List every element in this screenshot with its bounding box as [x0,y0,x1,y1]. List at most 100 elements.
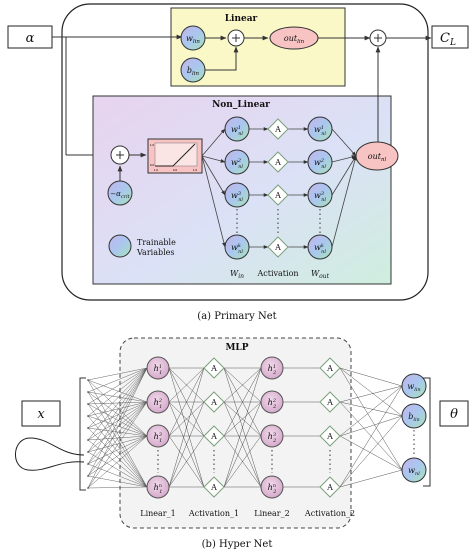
alpha-crit-label: −αcrit [110,190,130,200]
a2-to-output-edge [339,367,403,471]
wout-to-outnl-edge [331,155,357,163]
relu-plot-axes [154,142,198,167]
relu-ytick-top: 1.0 [150,143,155,147]
input-to-h1-edge [87,401,148,489]
a2-to-output-edge [339,385,403,437]
activation-column-label: Activation [256,269,298,278]
a1-to-h2-edge [223,401,262,437]
input-port-dot [87,415,89,417]
output-bracket [423,377,431,487]
a1-to-h2-edge [223,435,262,488]
input-to-h1-edge [87,415,148,437]
activation-diamond [267,151,289,173]
activation-diamond [267,184,289,206]
cl-label: CL [440,31,456,48]
linear2-column-label: Linear_2 [254,509,289,518]
input-port-dot [87,427,89,429]
input-port-dot [87,475,89,477]
output-node-label: wnl [408,466,420,477]
input-to-h1-edge [87,391,148,403]
activation-symbol: A [274,125,281,134]
input-to-h1-edge [87,379,148,403]
activation2-diamond [319,391,341,413]
activation2-symbol: A [326,483,333,492]
activation2-column-label: Activation_2 [304,509,355,518]
input-to-h1-edge [87,367,148,489]
input-to-h1-edge [87,391,148,437]
a1-to-h2-edge [223,401,262,488]
input-to-h1-edge [87,367,148,405]
output-node-b-lin [401,403,427,429]
theta-label: θ [450,407,458,422]
input-port-dot [87,463,89,465]
a2-to-output-edge [339,367,403,417]
input-to-h1-edge [87,435,148,477]
w-lin-label: wlin [186,34,200,45]
wout-to-outnl-edge [331,155,357,248]
w-in-column-label: Win [230,269,244,280]
h1-to-a1-edge [168,367,205,437]
h1-to-a1-edge [168,367,205,403]
input-to-h1-edge [87,401,148,477]
input-to-h1-edge [87,379,148,437]
h2-node [260,475,284,499]
h1-node [146,475,170,499]
out-nl-node [355,141,399,171]
relu-xtick-left: 1.0 [154,168,159,172]
input-to-h1-edge [87,403,148,437]
primary-net-caption: (a) Primary Net [197,311,276,322]
input-to-h1-edge [87,435,148,441]
a2-to-output-edge [339,401,403,417]
theta-output-box [439,400,469,427]
mlp-title: MLP [225,343,248,353]
input-to-h1-edge [87,435,148,465]
h2-node [260,390,284,414]
activation1-symbol: A [210,364,217,373]
hyper-net-caption: (b) Hyper Net [202,539,273,550]
activation2-symbol: A [326,364,333,373]
nl-plus-icon [116,151,124,159]
input-to-h1-edge [87,367,148,393]
x-input-box [21,400,61,427]
input-to-h1-edge [87,486,148,489]
output-node-w-nl [401,457,427,483]
activation-symbol: A [274,158,281,167]
activation1-diamond [203,391,225,413]
activation1-symbol: A [210,398,217,407]
a2-to-output-edge [339,435,403,471]
input-port-dot [87,487,89,489]
out-nl-label: outnl [368,152,387,163]
h1-to-a1-edge [168,367,205,488]
h1-node [146,390,170,414]
a2-to-output-edge [339,385,403,403]
input-to-h1-edge [87,401,148,441]
input-to-h1-edge [87,435,148,453]
activation-diamond [267,118,289,140]
output-node-w-lin [401,373,427,399]
activation1-symbol: A [210,483,217,492]
relu-to-win-edge [201,155,226,163]
a2-to-output-edge [339,469,403,488]
input-to-h1-edge [87,475,148,488]
input-to-h1-edge [87,367,148,453]
activation2-diamond [319,476,341,498]
alpha-label: α [26,31,35,46]
relu-curve [155,143,196,167]
a1-to-h2-edge [223,367,262,488]
activation-diamond [267,236,289,258]
input-to-h1-edge [87,367,148,477]
w-in-node [224,182,250,208]
w-out-column-label: Wout [311,269,330,280]
